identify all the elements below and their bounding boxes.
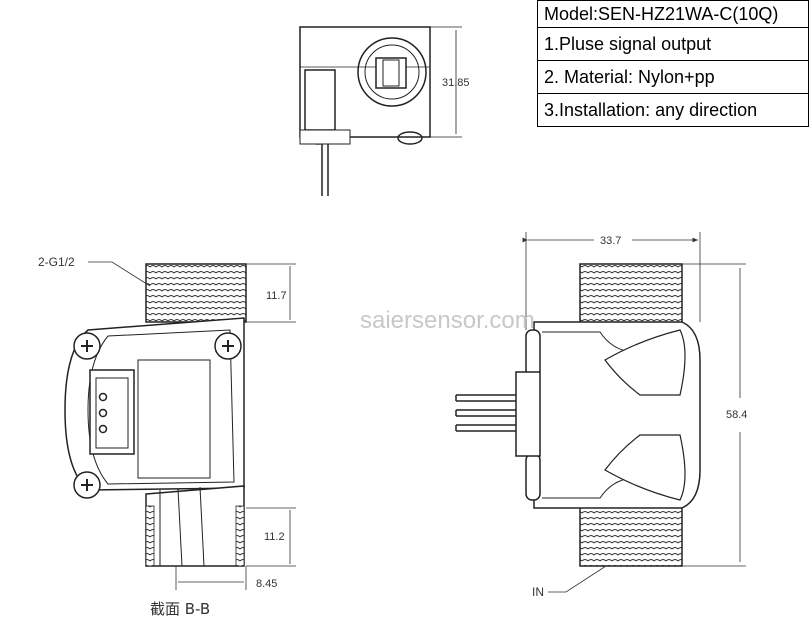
left-view [64,263,247,567]
left-dim-lines [88,261,296,590]
right-dim-lines [522,232,746,593]
label-inlet: IN [532,585,544,599]
label-section: 截面 B-B [150,600,210,618]
dim-offset: 8.45 [256,578,277,590]
watermark: saiersensor.com [360,307,535,334]
spec-table: Model:SEN-HZ21WA-C(10Q) 1.Pluse signal o… [537,0,809,127]
dim-top-height: 31.85 [442,77,470,89]
label-thread-spec: 2-G1/2 [38,255,75,269]
dim-height: 58.4 [726,409,747,421]
dim-width: 33.7 [600,235,621,247]
spec-item-signal: 1.Pluse signal output [537,27,809,61]
spec-model: Model:SEN-HZ21WA-C(10Q) [537,0,809,28]
dim-thread-top: 11.7 [266,290,287,302]
top-view [299,26,462,196]
right-view [455,263,701,567]
dim-thread-bottom: 11.2 [264,531,285,543]
spec-item-installation: 3.Installation: any direction [537,93,809,127]
